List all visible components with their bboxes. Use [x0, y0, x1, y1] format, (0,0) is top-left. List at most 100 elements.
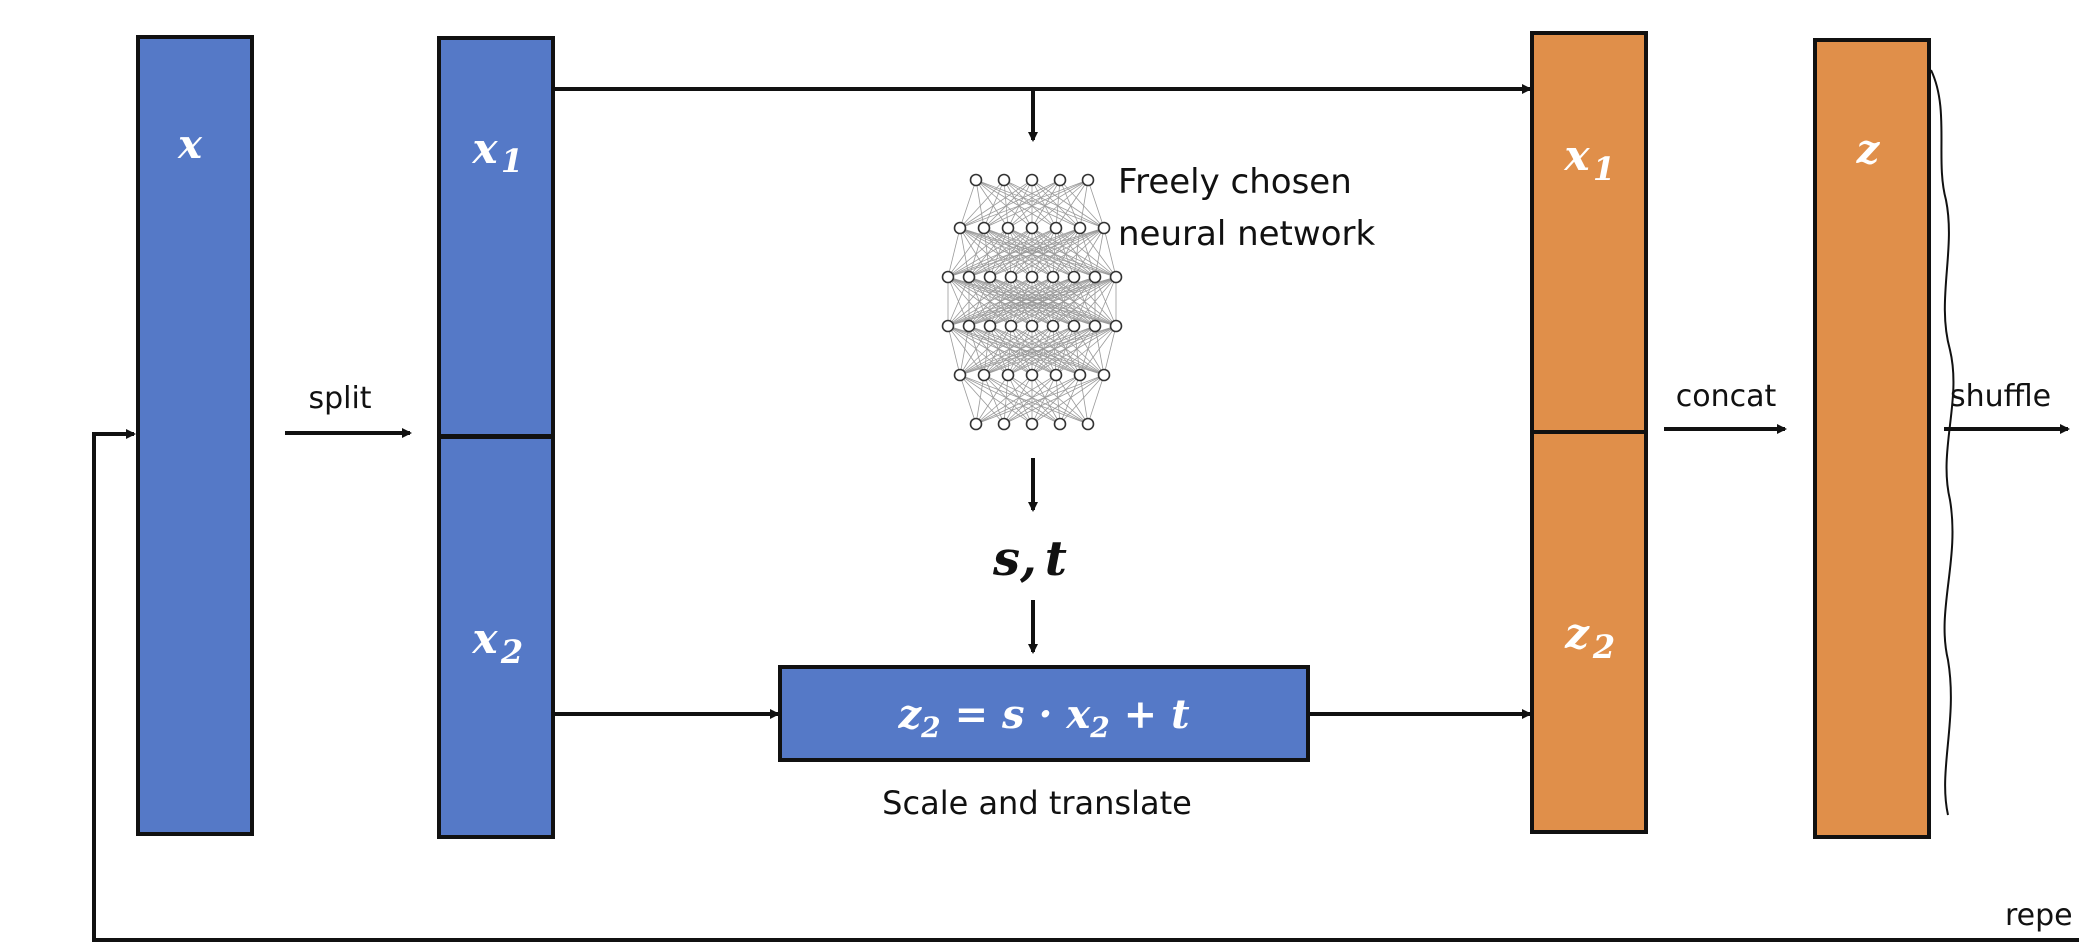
network-edge	[975, 179, 1057, 229]
network-edge	[947, 276, 1075, 327]
network-edge	[983, 227, 1075, 278]
network-edge	[1007, 179, 1033, 229]
network-edge	[1007, 227, 1096, 278]
network-node	[1073, 221, 1087, 235]
network-edge	[1031, 227, 1057, 278]
network-edge	[959, 227, 1117, 278]
network-edge	[968, 325, 1057, 376]
network-node	[977, 368, 991, 382]
network-edge	[1031, 374, 1057, 425]
network-edge	[1103, 325, 1117, 376]
network-edge	[959, 325, 1033, 376]
network-edge	[1073, 227, 1105, 278]
output-block: x 1 z 2	[1530, 31, 1648, 834]
network-edge	[1007, 179, 1061, 229]
network-edge	[959, 374, 1089, 425]
network-edge	[1079, 325, 1096, 376]
network-node	[1073, 368, 1087, 382]
network-edge	[983, 179, 1033, 229]
network-edge	[1031, 325, 1081, 376]
formula-z: z	[897, 691, 922, 738]
formula-t: t	[1171, 691, 1190, 738]
network-edge	[1055, 179, 1061, 229]
network-edge	[947, 227, 1081, 278]
network-edge	[1073, 276, 1117, 327]
network-edge	[1031, 227, 1105, 278]
network-edge	[1055, 179, 1089, 229]
network-node	[1004, 319, 1018, 333]
network-node	[1025, 417, 1039, 431]
network-edge	[1031, 325, 1075, 376]
network-edge	[989, 227, 1105, 278]
network-edge	[1007, 325, 1033, 376]
network-edge	[1031, 227, 1075, 278]
network-edge	[1003, 179, 1057, 229]
network-edge	[1079, 325, 1117, 376]
network-edge	[975, 179, 985, 229]
network-node	[969, 417, 983, 431]
network-edge	[1079, 179, 1089, 229]
network-edge	[1073, 325, 1081, 376]
param-t: t	[1045, 531, 1067, 587]
network-edge	[983, 227, 991, 278]
output-block-z: z	[1813, 38, 1955, 839]
network-edge	[975, 374, 985, 425]
network-edge	[1007, 374, 1089, 425]
network-edge	[983, 227, 1033, 278]
network-edge	[968, 325, 1105, 376]
network-edge	[947, 325, 1033, 376]
network-edge	[959, 325, 1012, 376]
network-node	[1109, 319, 1123, 333]
network-edge	[983, 179, 1089, 229]
concat-label: concat	[1676, 379, 1777, 414]
network-edge	[989, 276, 1117, 327]
network-edge	[959, 179, 1005, 229]
network-edge	[959, 227, 1033, 278]
input-block-x: x	[136, 35, 254, 836]
network-edge	[959, 374, 1061, 425]
network-edge	[947, 227, 1105, 278]
network-edge	[1031, 325, 1117, 376]
network-edge	[968, 325, 1081, 376]
network-edge	[959, 227, 1012, 278]
network-edge	[983, 325, 1075, 376]
network-edge	[968, 227, 1057, 278]
network-edge	[1007, 227, 1075, 278]
output-z-label: z	[1856, 126, 1881, 173]
network-edge	[1031, 227, 1096, 278]
x1-in-subscript: 1	[501, 142, 523, 180]
network-edge	[1010, 227, 1033, 278]
network-edge	[983, 325, 1054, 376]
network-edge	[983, 227, 1117, 278]
network-edge	[975, 374, 1081, 425]
x1-out-subscript: 1	[1593, 150, 1615, 188]
network-edge	[1031, 325, 1057, 376]
network-edge	[1007, 325, 1117, 376]
network-edge	[959, 325, 1117, 376]
network-node	[1097, 368, 1111, 382]
network-edge	[959, 374, 977, 425]
network-edge	[989, 325, 1105, 376]
network-edge	[1003, 374, 1009, 425]
network-edge	[968, 325, 1009, 376]
network-edge	[1052, 325, 1105, 376]
network-edge	[1103, 227, 1117, 278]
network-edge	[1031, 374, 1081, 425]
network-edge	[975, 179, 1105, 229]
network-edge	[947, 227, 985, 278]
formula-s: s	[1001, 691, 1025, 738]
network-edge	[1052, 227, 1057, 278]
network-edge	[947, 227, 1009, 278]
network-edge	[1055, 325, 1075, 376]
network-node	[1088, 270, 1102, 284]
network-edge	[968, 227, 985, 278]
network-edge	[959, 179, 1061, 229]
network-node	[1001, 221, 1015, 235]
network-edge	[947, 325, 1057, 376]
split-block: x 1 x 2	[437, 36, 555, 839]
network-edge	[947, 325, 961, 376]
network-edge	[975, 179, 1081, 229]
param-separator: ,	[1019, 531, 1037, 587]
network-node	[1053, 173, 1067, 187]
network-edge	[1007, 325, 1012, 376]
